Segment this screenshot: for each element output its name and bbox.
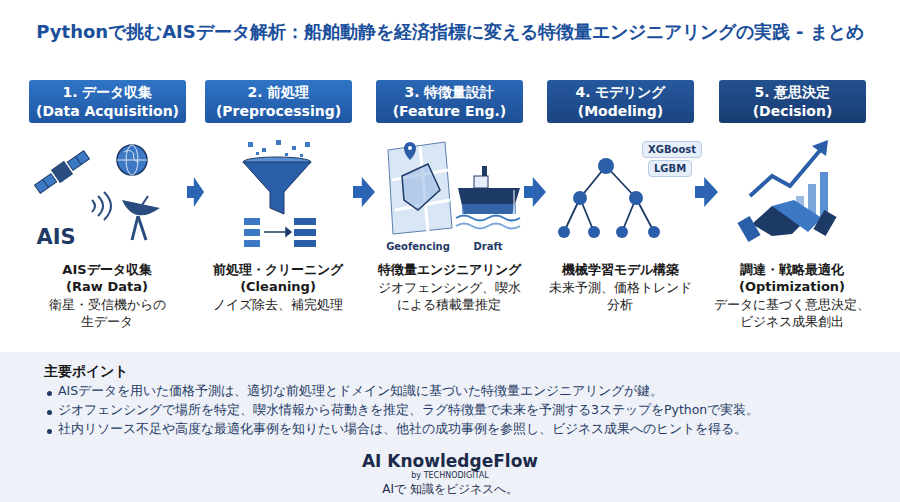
step-header: 4. モデリング(Modeling) bbox=[547, 80, 694, 123]
step-title: 1. データ収集 bbox=[63, 83, 153, 101]
page-title: Pythonで挑むAISデータ解析：船舶動静を経済指標に変える特徴量エンジニアリ… bbox=[36, 20, 863, 43]
ship-icon bbox=[456, 166, 520, 229]
bullet-dot bbox=[47, 410, 52, 415]
tag-text: XGBoost bbox=[648, 143, 696, 156]
bullet-dot bbox=[47, 429, 52, 434]
step-name: 前処理・クリーニング bbox=[213, 262, 343, 279]
flow-arrow bbox=[524, 177, 546, 207]
step-name: 調達・戦略最適化 bbox=[740, 262, 844, 279]
step-title: 3. 特徴量設計 bbox=[405, 83, 495, 101]
step-desc: 衛星・受信機からの生データ bbox=[46, 297, 168, 331]
bullet-text: 社内リソース不足や高度な最適化事例を知りたい場合は、他社の成功事例を参照し、ビジ… bbox=[58, 421, 747, 437]
bullet-text: ジオフェンシングで場所を特定、喫水情報から荷動きを推定、ラグ特徴量で未来を予測す… bbox=[58, 402, 759, 418]
icon-label: Geofencing bbox=[386, 240, 450, 253]
step-subtitle: (Data Acquisition) bbox=[36, 102, 179, 120]
model-tag: XGBoost bbox=[642, 141, 702, 158]
flow-arrow bbox=[187, 177, 204, 207]
step-subtitle: (Preprocessing) bbox=[216, 102, 341, 120]
step-header: 2. 前処理(Preprocessing) bbox=[205, 80, 352, 123]
step-desc: ジオフェンシング、喫水による積載量推定 bbox=[377, 280, 522, 314]
step-subtitle: (Decision) bbox=[753, 102, 833, 120]
flow-arrow bbox=[353, 177, 375, 207]
step-name: 特徴量エンジニアリング bbox=[378, 262, 521, 279]
step-desc: データに基づく意思決定、ビジネス成果創出 bbox=[713, 297, 871, 331]
icon-label: Draft bbox=[473, 240, 502, 253]
signal-waves bbox=[92, 192, 111, 220]
model-tag: LGBM bbox=[648, 160, 692, 177]
globe-icon bbox=[117, 145, 147, 175]
step-header: 3. 特徴量設計(Feature Eng.) bbox=[376, 80, 523, 123]
satellite-icon bbox=[33, 148, 91, 196]
brand-sub: by TECHNODIGITAL bbox=[411, 471, 488, 481]
step-desc: ノイズ除去、補完処理 bbox=[203, 297, 353, 314]
step-header: 1. データ収集(Data Acquisition) bbox=[29, 80, 186, 123]
step-subtitle: (Modeling) bbox=[578, 102, 663, 120]
step-title: 2. 前処理 bbox=[248, 83, 310, 101]
flow-arrow bbox=[695, 177, 718, 207]
step-title: 4. モデリング bbox=[576, 83, 666, 101]
step-name: (Cleaning) bbox=[240, 279, 316, 296]
step-header: 5. 意思決定(Decision) bbox=[719, 80, 866, 123]
dish-icon bbox=[122, 196, 160, 240]
tag-text: LGBM bbox=[654, 162, 686, 175]
brand-name: AI KnowledgeFlow bbox=[362, 450, 538, 472]
bullet-dot bbox=[47, 391, 52, 396]
tree-nodes bbox=[558, 158, 660, 238]
step-subtitle: (Feature Eng.) bbox=[393, 102, 507, 120]
brand-tagline: AIで 知識をビジネスへ。 bbox=[382, 482, 518, 498]
icon-label: AIS bbox=[36, 224, 75, 251]
bullet-text: AISデータを用いた価格予測は、適切な前処理とドメイン知識に基づいた特徴量エンジ… bbox=[58, 383, 663, 399]
handshake-icon bbox=[737, 200, 836, 242]
step-title: 5. 意思決定 bbox=[755, 83, 831, 101]
funnel-icon bbox=[243, 140, 316, 247]
step-name: (Raw Data) bbox=[66, 279, 148, 296]
step-desc: 未来予測、価格トレンド分析 bbox=[548, 280, 693, 314]
section-heading: 主要ポイント bbox=[44, 362, 128, 380]
map-icon bbox=[388, 142, 452, 234]
step-name: AISデータ収集 bbox=[62, 262, 151, 279]
step-name: 機械学習モデル構築 bbox=[562, 262, 679, 279]
step-name: (Optimization) bbox=[739, 279, 845, 296]
